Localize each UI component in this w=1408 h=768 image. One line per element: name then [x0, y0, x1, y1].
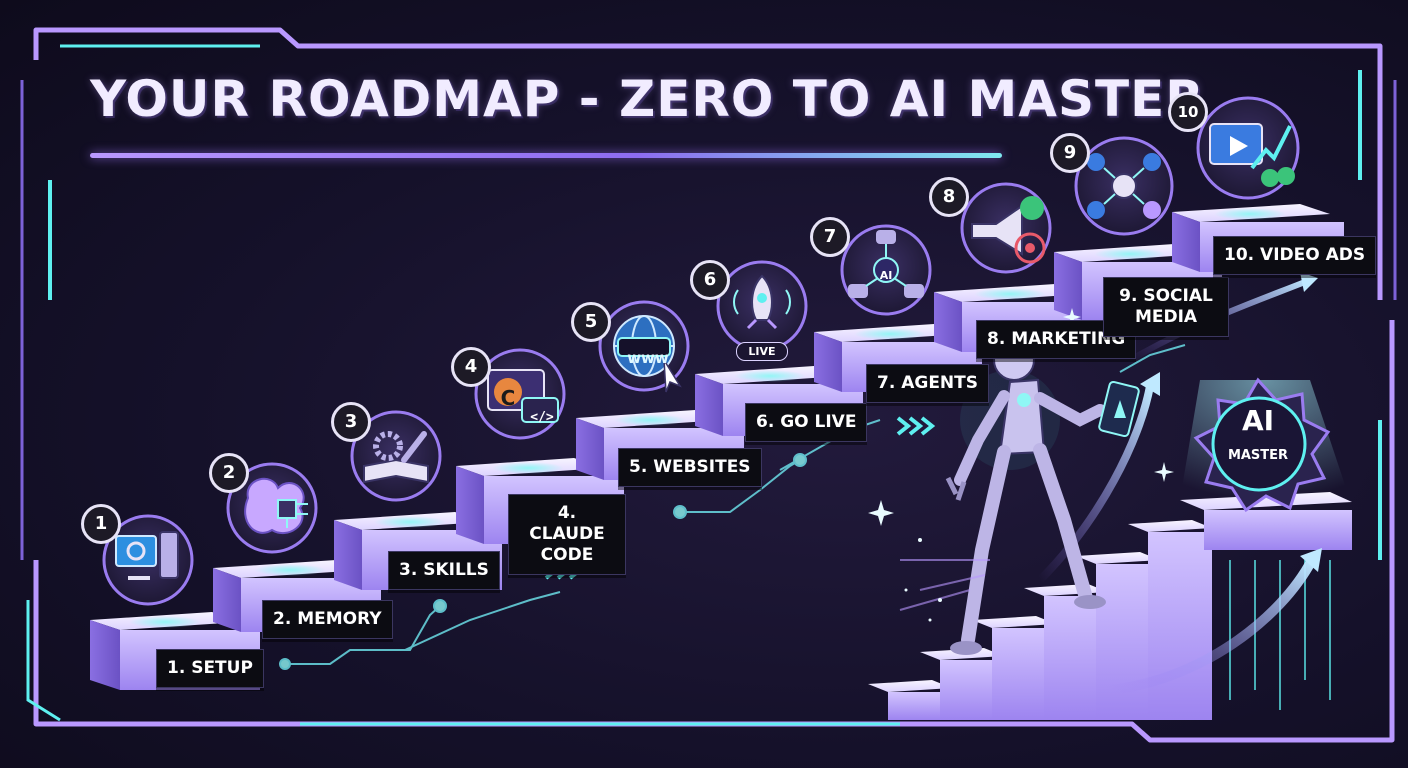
step-6-live-pill: LIVE [736, 342, 788, 361]
step-label-10: 10. VIDEO ADS [1213, 236, 1377, 275]
step-icons [102, 96, 1300, 606]
step-number-10: 10 [1168, 92, 1208, 132]
globe-www-icon [598, 300, 690, 393]
step-label-6: 6. GO LIVE [745, 403, 868, 442]
step-label-3: 3. SKILLS [388, 551, 500, 590]
code-window-icon [474, 348, 566, 440]
step-4-code-text: </> [530, 410, 554, 425]
step-label-4: 4. CLAUDE CODE [508, 494, 626, 575]
step-number-4: 4 [451, 347, 491, 387]
title-underline [90, 153, 1002, 158]
step-label-5: 5. WEBSITES [618, 448, 762, 487]
mini-stair [1128, 520, 1212, 720]
step-number-1: 1 [81, 504, 121, 544]
ai-master-badge: AI MASTER [1203, 382, 1313, 492]
mini-stair [868, 680, 952, 720]
step-label-2: 2. MEMORY [262, 600, 393, 639]
megaphone-target-icon [960, 182, 1052, 274]
step-label-1: 1. SETUP [156, 649, 264, 688]
sparkles [868, 308, 1174, 622]
step-number-7: 7 [810, 217, 850, 257]
brain-chip-icon [226, 462, 318, 554]
neon-frame [20, 27, 1397, 743]
step-number-8: 8 [929, 177, 969, 217]
ai-master-badge-shape [1193, 377, 1331, 513]
step-number-3: 3 [331, 402, 371, 442]
step-label-7: 7. AGENTS [866, 364, 989, 403]
ai-master-badge-top: AI [1241, 404, 1275, 437]
step-number-6: 6 [690, 260, 730, 300]
rocket-live-icon [716, 260, 808, 352]
step-number-2: 2 [209, 453, 249, 493]
gear-wrench-book-icon [350, 410, 442, 502]
computer-settings-icon [102, 514, 194, 606]
video-growth-icon [1196, 96, 1300, 200]
step-5-www-text: www [627, 349, 669, 367]
ai-master-badge-bottom: MASTER [1227, 448, 1289, 463]
step-number-9: 9 [1050, 133, 1090, 173]
summit-platform [1180, 492, 1352, 550]
robot-network-icon [840, 224, 932, 316]
step-7-ai-text: AI [879, 269, 893, 282]
step-label-9: 9. SOCIAL MEDIA [1103, 277, 1229, 337]
step-label-8: 8. MARKETING [976, 320, 1137, 359]
page-title: YOUR ROADMAP - ZERO TO AI MASTER [90, 70, 1205, 128]
social-network-icon [1074, 136, 1174, 236]
step-number-5: 5 [571, 302, 611, 342]
step-4-c-logo-text: C [500, 386, 516, 410]
